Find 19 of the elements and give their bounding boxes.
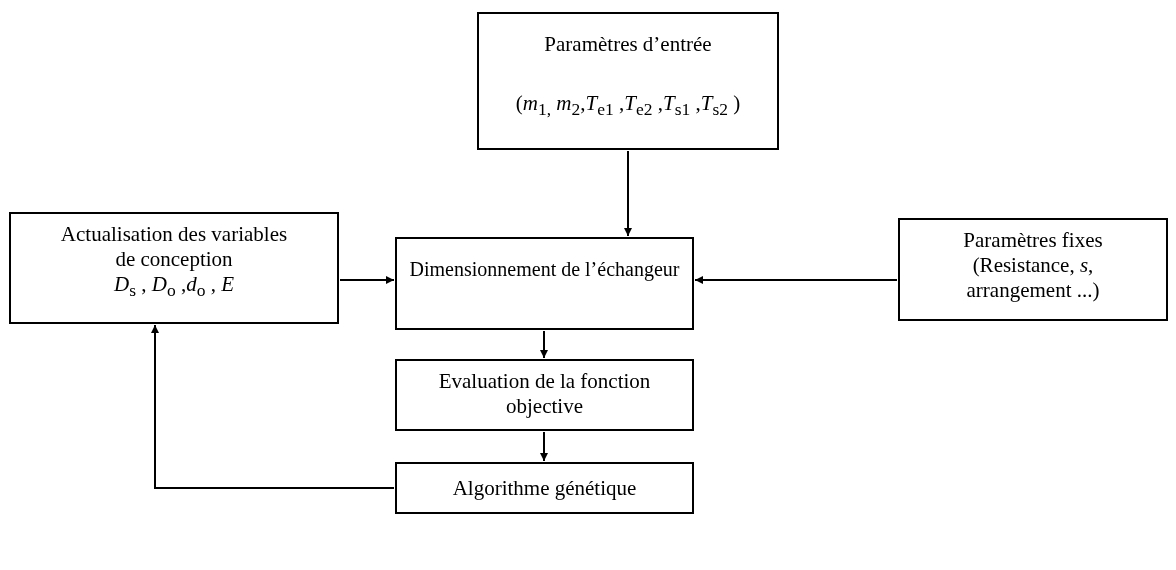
box-label: Algorithme génétique: [451, 476, 638, 502]
process-box: [395, 359, 694, 431]
arrow: [694, 276, 898, 284]
process-box: [898, 218, 1168, 321]
box-label: Dimensionnement de l’échangeur: [408, 257, 681, 281]
formula-text: (m$_{1,}$ m$_{2}$,T$_{e1}$ ,T$_{e2}$ ,T$_{s1}$ ,T$_{s2}$ ): [514, 91, 742, 121]
box-label: Paramètres d’entrée: [543, 32, 713, 58]
process-box: [9, 212, 339, 324]
formula-text: D$_{s}$ , D$_{o}$ ,d$_{o}$ , E: [113, 272, 235, 302]
arrow: [151, 324, 395, 489]
arrow: [540, 431, 548, 462]
arrow: [339, 276, 395, 284]
process-box: [395, 462, 694, 514]
arrow: [540, 330, 548, 359]
box-label: Evaluation de la fonction objective: [437, 369, 652, 420]
arrow: [624, 150, 632, 237]
box-label: Paramètres fixes (Resistance, s, arrangement ...): [962, 228, 1104, 304]
process-box: [395, 237, 694, 330]
process-box: [477, 12, 779, 150]
